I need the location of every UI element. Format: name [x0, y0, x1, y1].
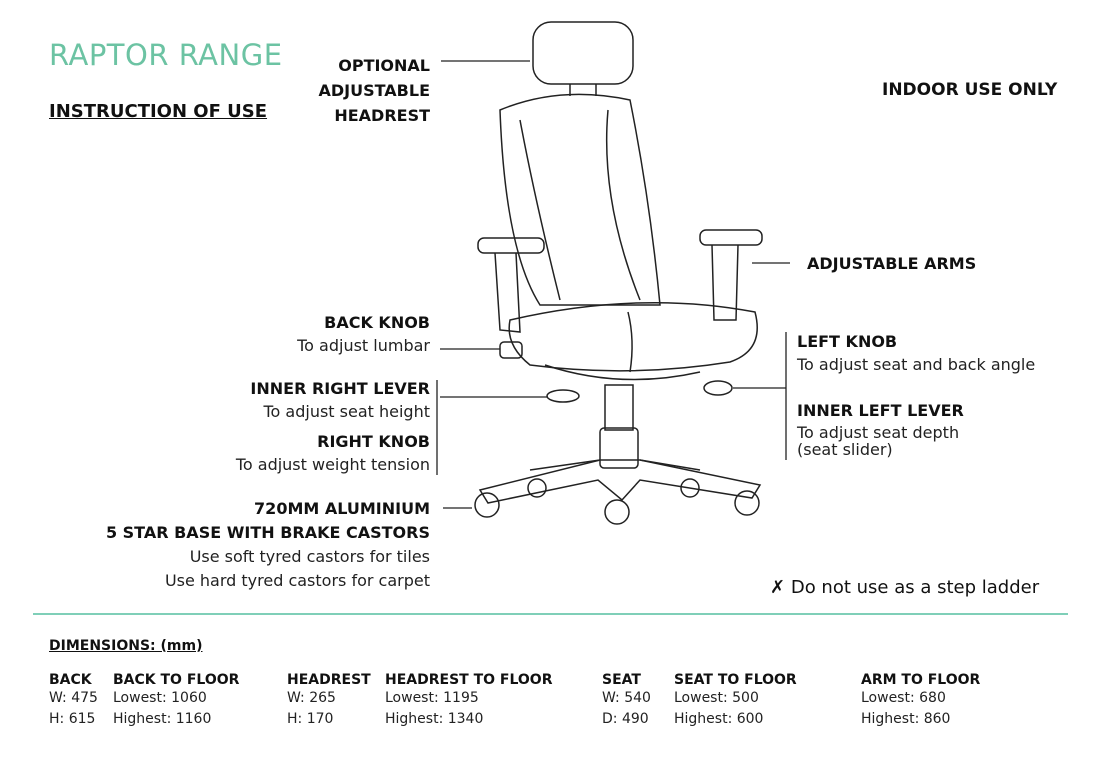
leader-lines — [436, 60, 790, 509]
dim-seat-to-floor: SEAT TO FLOOR Lowest: 500 Highest: 600 — [674, 672, 797, 730]
step-ladder-warning: ✗ Do not use as a step ladder — [770, 577, 1039, 598]
dim-value: W: 265 — [287, 690, 336, 706]
back-knob-desc: To adjust lumbar — [297, 336, 430, 355]
inner-right-lever-desc: To adjust seat height — [263, 402, 430, 421]
dimensions-heading: DIMENSIONS: (mm) — [49, 638, 203, 654]
left-knob-title: LEFT KNOB — [797, 332, 898, 351]
dim-value: H: 615 — [49, 711, 96, 727]
left-knob-label: LEFT KNOB To adjust seat and back angle — [797, 332, 1035, 374]
dim-back: BACK W: 475 H: 615 — [49, 672, 98, 730]
dim-value: Highest: 1160 — [113, 711, 212, 727]
base-title: 720MM ALUMINIUM — [254, 499, 430, 518]
dim-value: Highest: 600 — [674, 711, 764, 727]
headrest-label-line: HEADREST — [334, 106, 430, 125]
dim-label: HEADREST TO FLOOR — [385, 672, 553, 688]
dim-label: BACK TO FLOOR — [113, 672, 240, 688]
right-knob-title: RIGHT KNOB — [317, 432, 430, 451]
indoor-use-label: INDOOR USE ONLY — [882, 80, 1058, 100]
base-desc: Use hard tyred castors for carpet — [164, 571, 430, 590]
base-title: 5 STAR BASE WITH BRAKE CASTORS — [105, 523, 430, 542]
dim-arm-to-floor: ARM TO FLOOR Lowest: 680 Highest: 860 — [861, 672, 980, 730]
dim-value: W: 475 — [49, 690, 98, 706]
headrest-label-line: OPTIONAL — [338, 56, 430, 75]
dim-back-to-floor: BACK TO FLOOR Lowest: 1060 Highest: 1160 — [113, 672, 239, 730]
dim-headrest: HEADREST W: 265 H: 170 — [287, 672, 371, 730]
left-knob-desc: To adjust seat and back angle — [797, 355, 1036, 374]
dim-value: Highest: 860 — [861, 711, 951, 727]
dim-value: Lowest: 1060 — [113, 690, 207, 706]
base-desc: Use soft tyred castors for tiles — [189, 547, 430, 566]
back-knob-label: BACK KNOB To adjust lumbar — [297, 313, 430, 355]
dim-value: Lowest: 500 — [674, 690, 759, 706]
dim-value: Lowest: 1195 — [385, 690, 479, 706]
right-knob-desc: To adjust weight tension — [235, 455, 430, 474]
dim-label: ARM TO FLOOR — [861, 672, 981, 688]
dim-value: H: 170 — [287, 711, 334, 727]
dim-label: HEADREST — [287, 672, 371, 688]
base-label: 720MM ALUMINIUM 5 STAR BASE WITH BRAKE C… — [106, 497, 430, 593]
inner-right-lever-label: INNER RIGHT LEVER To adjust seat height — [250, 379, 430, 421]
dim-label: SEAT — [602, 672, 641, 688]
inner-left-lever-title: INNER LEFT LEVER — [797, 401, 964, 420]
headrest-label-line: ADJUSTABLE — [318, 81, 430, 100]
dim-seat: SEAT W: 540 D: 490 — [602, 672, 651, 730]
dim-value: Lowest: 680 — [861, 690, 946, 706]
dim-label: SEAT TO FLOOR — [674, 672, 797, 688]
inner-left-lever-desc: To adjust seat depth — [797, 423, 960, 442]
page-title: RAPTOR RANGE — [49, 38, 283, 72]
right-knob-label: RIGHT KNOB To adjust weight tension — [236, 432, 430, 474]
dim-value: D: 490 — [602, 711, 649, 727]
dim-value: Highest: 1340 — [385, 711, 484, 727]
dim-value: W: 540 — [602, 690, 651, 706]
arms-label: ADJUSTABLE ARMS — [807, 254, 977, 273]
instruction-heading: INSTRUCTION OF USE — [49, 101, 268, 122]
warning-text: Do not use as a step ladder — [790, 577, 1040, 598]
inner-left-lever-label: INNER LEFT LEVER To adjust seat depth (s… — [797, 401, 964, 458]
divider — [33, 613, 1068, 615]
dim-headrest-to-floor: HEADREST TO FLOOR Lowest: 1195 Highest: … — [385, 672, 552, 730]
inner-left-lever-desc: (seat slider) — [797, 440, 893, 459]
inner-right-lever-title: INNER RIGHT LEVER — [250, 379, 430, 398]
headrest-label: OPTIONAL ADJUSTABLE HEADREST — [318, 53, 430, 128]
back-knob-title: BACK KNOB — [324, 313, 430, 332]
cross-icon: ✗ — [770, 577, 786, 598]
dim-label: BACK — [49, 672, 92, 688]
